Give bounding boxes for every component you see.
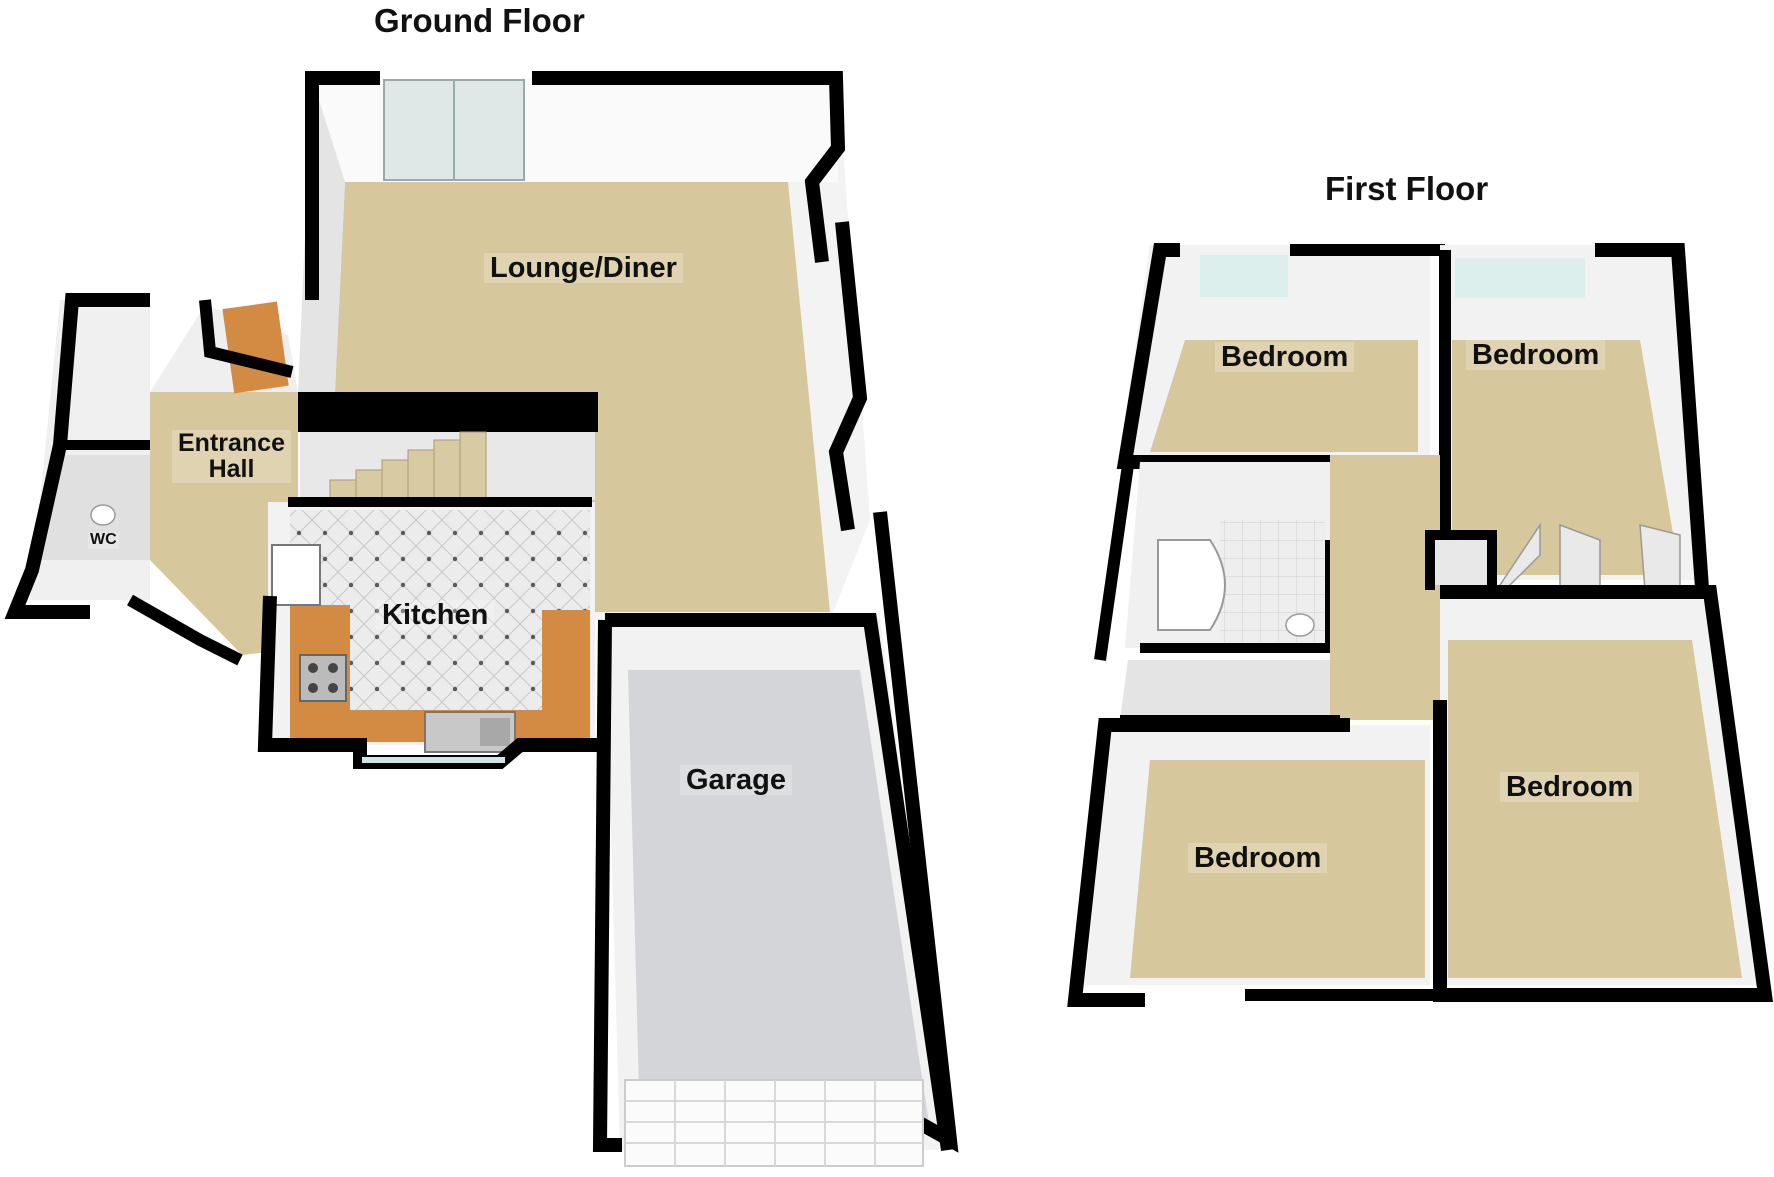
first-floor-title: First Floor (1325, 170, 1489, 207)
first-floor-plan (1067, 243, 1774, 1007)
garage-room (592, 511, 959, 1167)
entrance-hall-label: Entrance Hall (172, 430, 291, 483)
bathroom-room (1094, 457, 1335, 661)
bedroom-top-right-room (1439, 243, 1709, 589)
entrance-hall-room (150, 299, 298, 655)
wc-label: WC (88, 531, 119, 549)
wc-room (4, 293, 243, 666)
bedroom-bottom-right-label: Bedroom (1500, 772, 1640, 802)
lounge-diner-label: Lounge/Diner (484, 253, 683, 283)
garage-label: Garage (680, 765, 792, 795)
bedroom-bottom-left-room (1067, 718, 1440, 1007)
ground-stairs (292, 392, 598, 500)
kitchen-label: Kitchen (376, 600, 495, 630)
kitchen-room (257, 497, 598, 769)
bedroom-top-right-label: Bedroom (1466, 340, 1606, 370)
storage-cupboard (1425, 522, 1681, 592)
bedroom-bottom-left-label: Bedroom (1188, 843, 1328, 873)
bedroom-bottom-right-room (1433, 585, 1774, 1002)
bedroom-top-left-label: Bedroom (1215, 342, 1355, 372)
ground-floor-plan (4, 71, 959, 1167)
entrance-hall-label-line1: Entrance (178, 429, 285, 457)
entrance-hall-label-line2: Hall (208, 455, 255, 484)
lounge-patio-doors (383, 79, 525, 181)
bedroom-top-left-room (1116, 243, 1445, 469)
ground-floor-title: Ground Floor (374, 2, 585, 39)
